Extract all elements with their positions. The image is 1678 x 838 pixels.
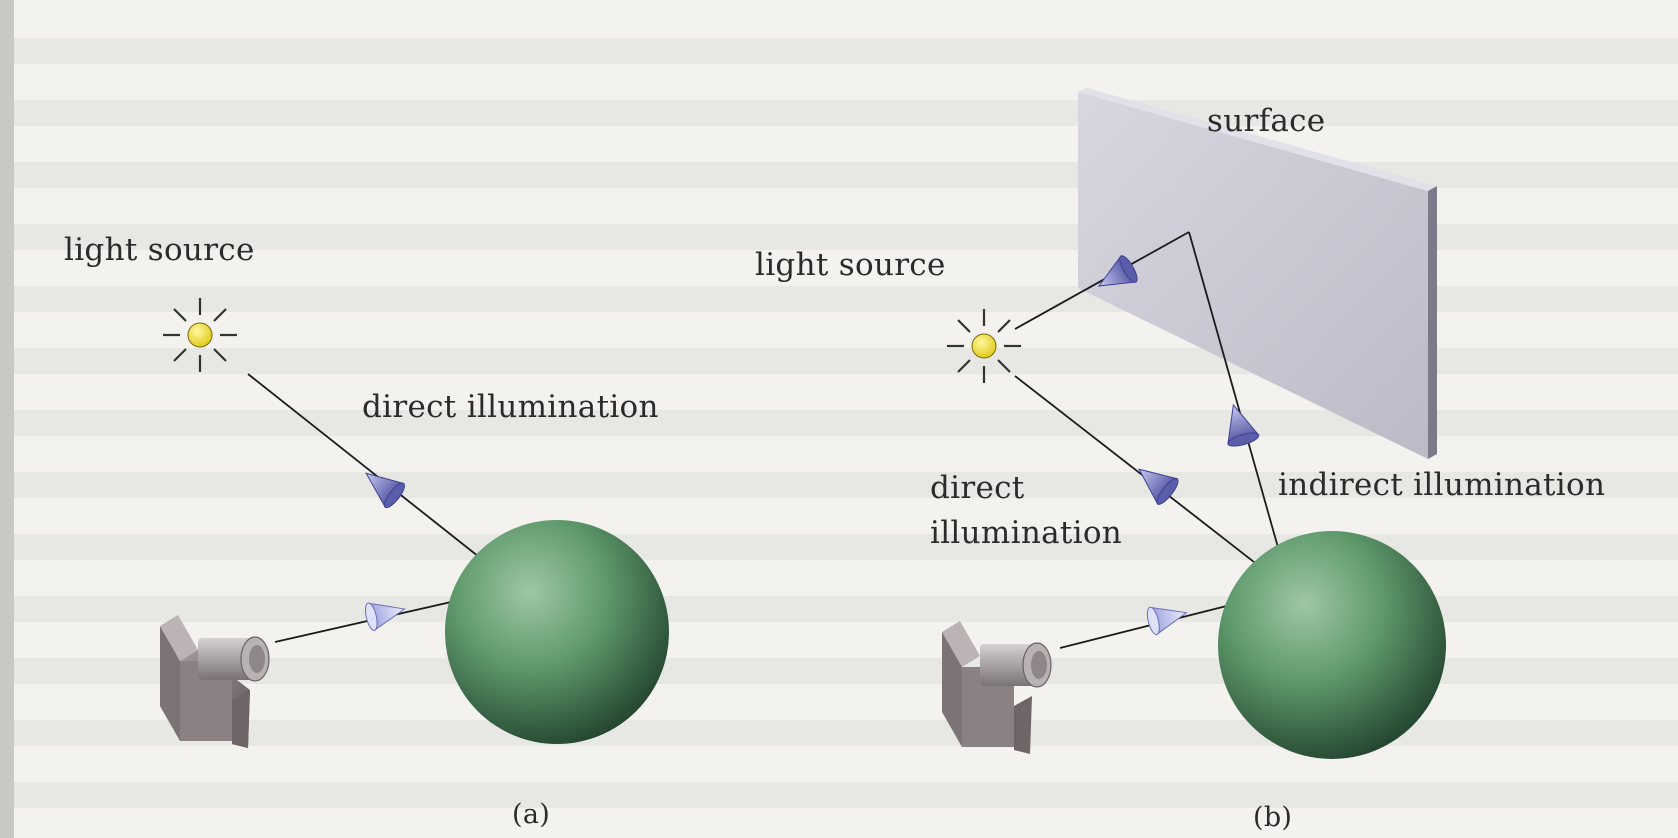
surface-label: surface: [1207, 103, 1326, 139]
light-source-label-a: light source: [64, 232, 255, 268]
direct-illumination-label-a: direct illumination: [362, 389, 659, 425]
indirect-illumination-label: indirect illumination: [1278, 467, 1606, 503]
direct-label-b-line2: illumination: [930, 515, 1123, 551]
direct-ray-cone-b: [1138, 468, 1179, 505]
panel-a: [160, 298, 669, 748]
direct-label-b-line1: direct: [930, 470, 1025, 506]
camera-icon-b: [942, 621, 1052, 754]
sphere-a: [445, 520, 669, 744]
direct-ray-cone-a: [365, 472, 405, 509]
light-source-label-b: light source: [755, 247, 946, 283]
incoming-surface-cone: [1097, 255, 1138, 287]
reflecting-surface: [1078, 88, 1437, 459]
camera-icon-a: [160, 615, 270, 748]
camera-ray-cone-b: [1146, 606, 1188, 636]
page-left-edge: [0, 0, 14, 838]
light-to-surface-ray: [1014, 231, 1190, 330]
caption-b: (b): [1253, 802, 1293, 833]
reflected-ray-cone: [1227, 403, 1260, 447]
light-source-icon-b: [947, 309, 1021, 383]
sphere-b: [1218, 531, 1446, 759]
caption-a: (a): [512, 799, 551, 830]
surface-to-sphere-ray: [1188, 231, 1291, 591]
light-source-icon-a: [163, 298, 237, 372]
panel-b: [942, 88, 1446, 759]
camera-ray-cone-a: [365, 602, 406, 632]
